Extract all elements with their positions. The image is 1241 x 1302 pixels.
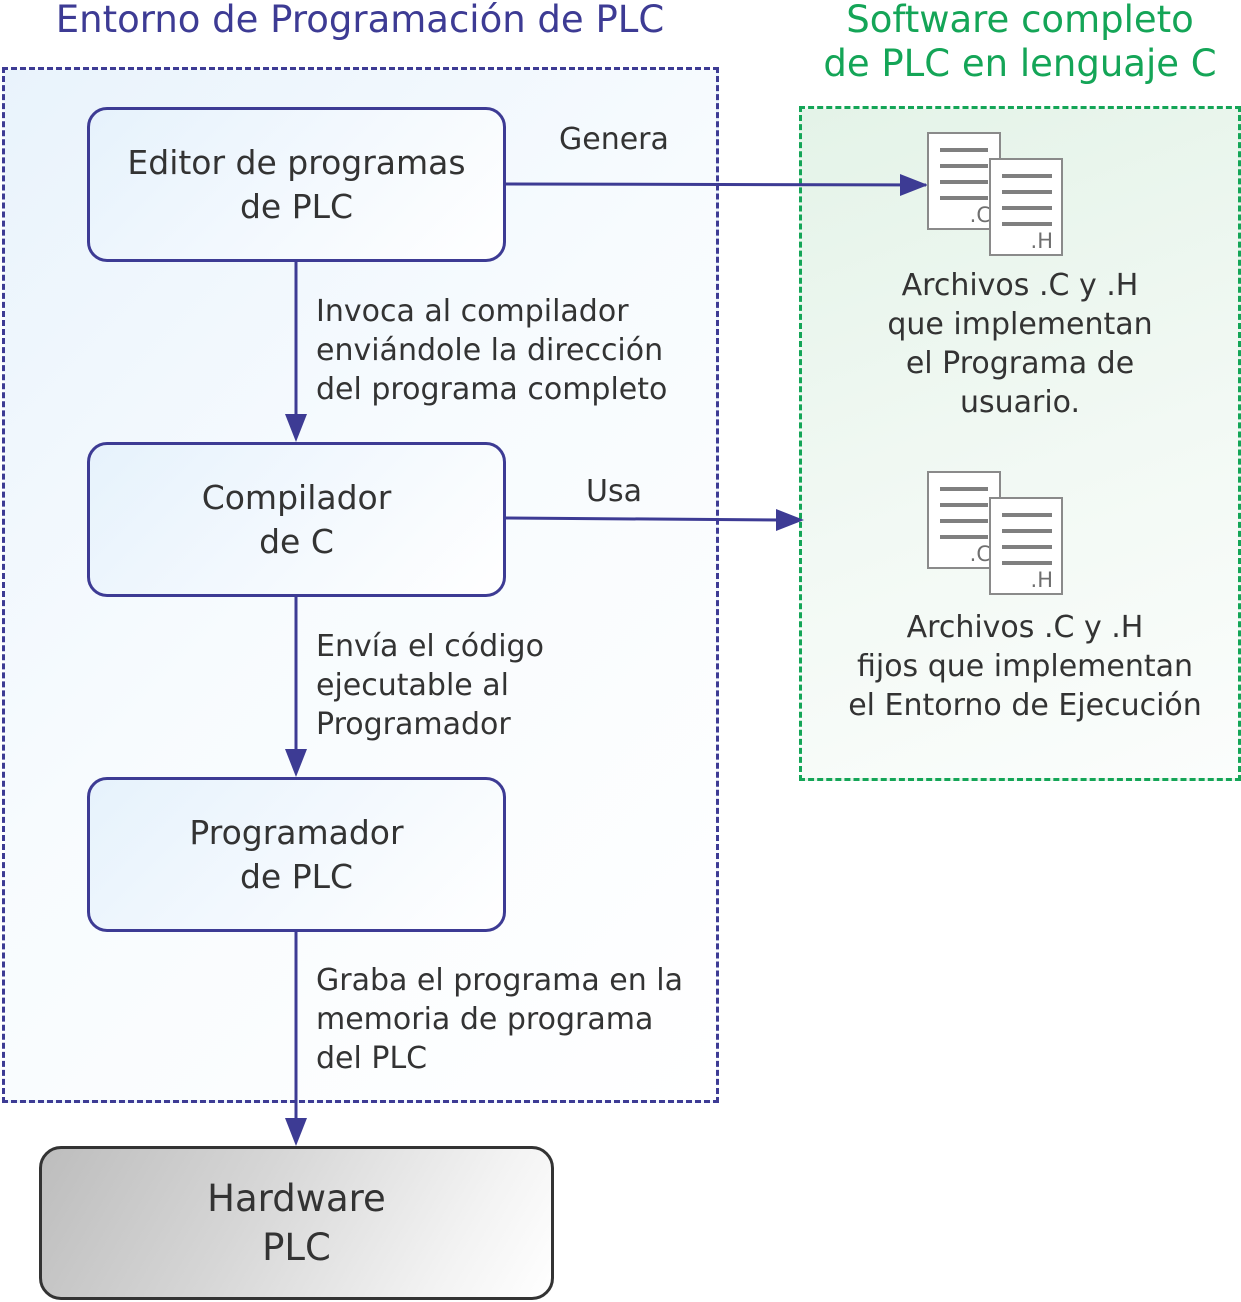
edge-label-sends: Envía el código ejecutable al Programado… bbox=[316, 629, 544, 742]
compiler-label-line-2: de C bbox=[259, 521, 334, 561]
arrow-editor-to-user-files bbox=[505, 182, 927, 187]
plc-programmer-node: Programador de PLC bbox=[87, 777, 506, 932]
programmer-label-line-1: Programador bbox=[189, 812, 404, 852]
h-extension-label: .H bbox=[1030, 229, 1053, 253]
plc-hardware-node: Hardware PLC bbox=[39, 1146, 554, 1300]
h-file-document-icon: .H bbox=[989, 158, 1063, 256]
c-extension-label: .C bbox=[969, 203, 991, 227]
hardware-label-line-1: Hardware bbox=[207, 1177, 386, 1220]
runtime-files-icon: .C .H bbox=[927, 471, 1067, 601]
arrowhead-hardware bbox=[285, 1118, 307, 1146]
runtime-files-caption: Archivos .C y .H fijos que implementan e… bbox=[848, 610, 1202, 723]
c-extension-label: .C bbox=[969, 542, 991, 566]
arrowhead-compiler bbox=[285, 414, 307, 442]
plc-program-editor-node: Editor de programas de PLC bbox=[87, 107, 506, 262]
arrowhead-runtime-files bbox=[776, 509, 804, 531]
software-title-line-1: Software completo bbox=[846, 0, 1194, 41]
c-file-document-icon: .C bbox=[927, 471, 1001, 569]
h-extension-label: .H bbox=[1030, 568, 1053, 592]
user-program-files-icon: .C .H bbox=[927, 132, 1067, 262]
software-title-line-2: de PLC en lenguaje C bbox=[823, 42, 1217, 85]
edge-label-uses: Usa bbox=[586, 474, 642, 509]
compiler-label-line-1: Compilador bbox=[201, 477, 392, 517]
edge-label-invokes: Invoca al compilador enviándole la direc… bbox=[316, 294, 668, 407]
arrowhead-programmer bbox=[285, 749, 307, 777]
editor-label-line-1: Editor de programas bbox=[127, 142, 466, 182]
edge-label-generates: Genera bbox=[559, 122, 669, 157]
h-file-document-icon: .H bbox=[989, 497, 1063, 595]
user-program-files-caption: Archivos .C y .H que implementan el Prog… bbox=[887, 268, 1153, 420]
arrowhead-user-files bbox=[900, 174, 928, 196]
hardware-label-line-2: PLC bbox=[262, 1226, 331, 1269]
software-title: Software completo de PLC en lenguaje C bbox=[800, 0, 1240, 86]
c-compiler-node: Compilador de C bbox=[87, 442, 506, 597]
editor-label-line-2: de PLC bbox=[239, 186, 354, 226]
programmer-label-line-2: de PLC bbox=[239, 856, 354, 896]
edge-label-writes: Graba el programa en la memoria de progr… bbox=[316, 963, 683, 1076]
arrow-compiler-to-runtime-files bbox=[505, 516, 783, 522]
environment-title: Entorno de Programación de PLC bbox=[55, 0, 665, 41]
c-file-document-icon: .C bbox=[927, 132, 1001, 230]
